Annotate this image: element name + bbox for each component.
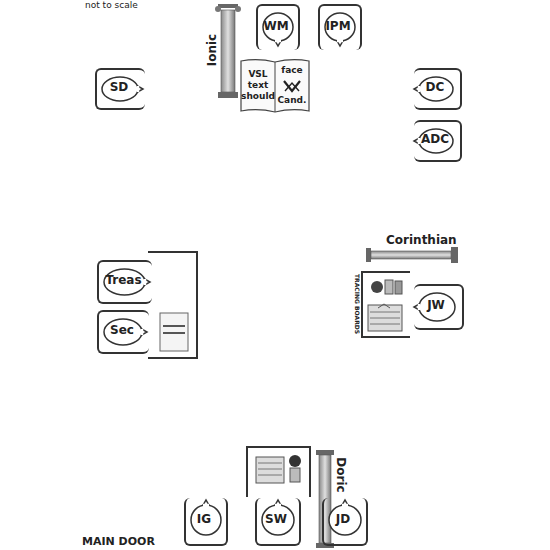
wm-chair: WM: [256, 4, 300, 50]
chair-label-holder: DC: [412, 68, 458, 106]
bubble-outline: [419, 293, 455, 321]
bubble-joint: [418, 138, 421, 144]
ionic-column: [215, 4, 241, 98]
book-right-page: face Cand.: [276, 57, 308, 113]
bubble-joint: [342, 504, 348, 507]
chair-label-holder: Sec: [97, 310, 147, 350]
officer-label: SD: [110, 80, 129, 94]
column-label: Doric: [335, 457, 347, 492]
officer-label: JW: [427, 298, 445, 312]
bubble-joint: [337, 40, 343, 43]
officer-label: JD: [336, 512, 350, 526]
jw-chair: JW: [414, 284, 464, 330]
officer-label: Sec: [110, 323, 134, 337]
bubble-joint: [137, 86, 140, 92]
bubble-pointer: [414, 303, 421, 311]
door-label: MAIN DOOR: [82, 536, 155, 547]
chair-label-holder: SD: [95, 68, 143, 106]
column-label: Corinthian: [386, 234, 457, 246]
chair-label-holder: ADC: [412, 120, 458, 158]
bubble-outline: [419, 77, 453, 101]
chair-label-holder: JW: [412, 284, 460, 326]
bubble-pointer: [143, 278, 150, 286]
sec-chair: Sec: [97, 310, 149, 354]
secretary-table: [148, 252, 197, 358]
volume-of-sacred-law: VSL text shouldface Cand.: [240, 57, 310, 113]
officer-label: Treas: [105, 273, 141, 287]
doric-column: [316, 450, 334, 548]
ledger-icon: [160, 313, 188, 351]
chair-label-holder: WM: [256, 4, 296, 48]
column-label: Ionic: [206, 34, 218, 66]
bubble-joint: [141, 329, 144, 335]
bubble-joint: [144, 279, 147, 285]
officer-label: IPM: [325, 19, 350, 33]
sw-pedestal-icons: [256, 455, 301, 483]
jd-chair: JD: [322, 498, 368, 546]
ipm-chair: IPM: [318, 4, 362, 50]
officer-label: WM: [263, 19, 288, 33]
chair-label-holder: JD: [322, 496, 364, 542]
sw-pedestal: [247, 447, 310, 497]
chair-label-holder: IPM: [318, 4, 358, 48]
bubble-pointer: [414, 85, 421, 93]
bubble-outline: [329, 505, 361, 535]
bubble-outline: [104, 319, 142, 345]
officer-label: SW: [265, 512, 287, 526]
bubble-pointer: [414, 137, 421, 145]
scale-note: not to scale: [85, 1, 138, 10]
chair-label-holder: Treas: [97, 260, 150, 300]
book-spine: [275, 62, 276, 112]
adc-chair: ADC: [414, 120, 462, 162]
corinthian-column: [366, 247, 458, 263]
bubble-joint: [418, 304, 421, 310]
bubble-outline: [104, 269, 145, 295]
treas-chair: Treas: [97, 260, 152, 304]
bubble-pointer: [274, 500, 282, 507]
bubble-pointer: [202, 500, 210, 507]
book-text: VSL text should: [241, 69, 275, 102]
sd-chair: SD: [95, 68, 145, 110]
bubble-joint: [203, 504, 209, 507]
tracing-board-icons: [368, 280, 402, 331]
jw-pedestal: [362, 272, 410, 337]
bubble-outline: [102, 77, 138, 101]
book-left-page: VSL text should: [242, 57, 274, 113]
bubble-pointer: [274, 39, 282, 46]
square-compass-symbol: [284, 81, 300, 91]
bubble-outline: [191, 505, 221, 535]
bubble-pointer: [140, 328, 147, 336]
officer-label: IG: [197, 512, 211, 526]
bubble-outline: [263, 13, 293, 41]
chair-label-holder: SW: [255, 496, 297, 542]
bubble-pointer: [341, 500, 349, 507]
bubble-pointer: [136, 85, 143, 93]
chair-label-holder: IG: [184, 496, 224, 542]
officer-label: DC: [426, 80, 445, 94]
bubble-joint: [275, 504, 281, 507]
tracing-boards-label: TRACING BOARDS: [354, 274, 360, 334]
bubble-outline: [325, 13, 355, 41]
bubble-joint: [275, 40, 281, 43]
bubble-outline: [262, 505, 294, 535]
dc-chair: DC: [414, 68, 462, 110]
bubble-pointer: [336, 39, 344, 46]
bubble-outline: [419, 129, 453, 153]
bubble-joint: [418, 86, 421, 92]
sw-chair: SW: [255, 498, 301, 546]
officer-label: ADC: [421, 132, 449, 146]
ig-chair: IG: [184, 498, 228, 546]
book-text: face Cand.: [277, 55, 307, 115]
